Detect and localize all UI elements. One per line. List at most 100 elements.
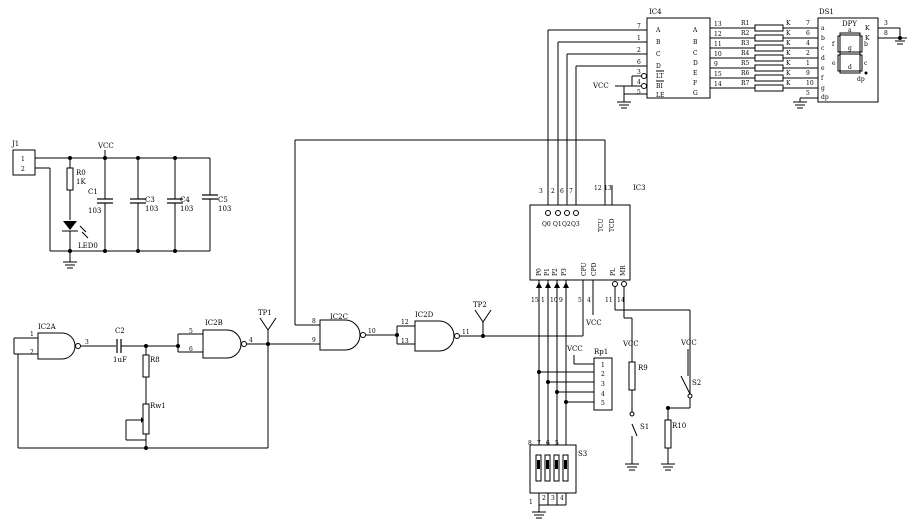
junction-dot	[537, 370, 541, 374]
ic2b-pin-6: 6	[189, 346, 193, 353]
ds1-label-d: d	[821, 55, 825, 62]
junction-dot	[68, 249, 72, 253]
ic2b-pin-5: 5	[189, 328, 193, 335]
ds1-pin-6: 6	[806, 30, 810, 37]
ic2d-pin-13: 13	[401, 338, 409, 345]
pin-arrow-icon	[545, 282, 551, 288]
ds1-pin-5: 5	[806, 90, 810, 97]
r6-k: K	[786, 70, 791, 77]
s3-pin-2: 2	[542, 495, 546, 502]
ic4-ref: IC4	[649, 8, 662, 16]
seg-d: d	[848, 64, 852, 71]
resistor-pack-rp1: Rp1 VCC 1 2 3 4 5	[537, 345, 613, 411]
r9-vcc-label: VCC	[622, 340, 639, 348]
ic3-label-q1: Q1	[553, 221, 562, 228]
capacitor-c3	[130, 158, 146, 251]
resistor-r1	[754, 24, 784, 32]
ic2c-ref: IC2C	[330, 313, 348, 321]
pin-arrow-icon	[554, 282, 560, 288]
ic4-pin-bubble	[641, 73, 647, 79]
r2-ref: R2	[741, 30, 750, 37]
ic3-label-tcu: TCU	[598, 218, 605, 232]
ic4-pin-7: 7	[637, 23, 641, 30]
ic2a-pin-3: 3	[85, 339, 89, 346]
s3-pin-6: 6	[546, 440, 550, 447]
ic3-pin-11: 11	[605, 297, 613, 304]
r8-ref: R8	[150, 356, 160, 364]
s3-pin-8: 8	[528, 440, 532, 447]
test-point-tp2	[474, 309, 492, 323]
switch-s1-blade	[631, 423, 638, 437]
reset-circuit: VCC R9 S1	[615, 309, 690, 471]
ic4-pin-13: 13	[714, 21, 722, 28]
resistor-r2	[754, 34, 784, 42]
counter-ic3: IC3 3 2 6 7 12 13 Q0 Q1 Q2 Q3 TCU TCD P0…	[529, 30, 646, 445]
ic3-pin-5: 5	[578, 297, 582, 304]
ds1-pin-4: 4	[806, 40, 810, 47]
switch-contact	[629, 411, 635, 417]
ic3-pin-6: 6	[560, 188, 564, 195]
ic3-pin-12: 12	[594, 185, 602, 192]
ic2a-ref: IC2A	[38, 323, 57, 331]
capacitor-c5	[202, 158, 218, 251]
r1-ref: R1	[741, 20, 749, 27]
junction-dot	[555, 390, 559, 394]
ic3-label-q2: Q2	[562, 221, 571, 228]
rp1-body	[593, 357, 613, 411]
r7-ref: R7	[741, 80, 750, 87]
ic3-body	[529, 204, 631, 281]
c1-value: 103	[88, 207, 101, 215]
ic2d-output-bubble	[454, 333, 460, 339]
c3-ref: C3	[145, 196, 155, 204]
capacitor-c4	[167, 158, 183, 251]
ds1-pin-2: 2	[806, 50, 810, 57]
r5-ref: R5	[741, 60, 750, 67]
seg-e: e	[832, 60, 836, 67]
segment-resistors: R1 R2 R3 R4 R5 R6 R7 K K K K K K K	[710, 20, 818, 92]
ic4-pin-6: 6	[637, 59, 641, 66]
ic3-label-cpu: CPU	[581, 262, 588, 276]
ic2d-ref: IC2D	[415, 311, 434, 319]
oscillator-section: IC2A 1 2 3 C2 1uF R8 Rw1	[13, 309, 320, 450]
ic2a-output-bubble	[75, 343, 81, 349]
ds1-label-c: c	[821, 45, 825, 52]
ic4-pin-4: 4	[637, 79, 641, 86]
ic4-pin-12: 12	[714, 31, 722, 38]
ic2a-pin-2: 2	[30, 349, 34, 356]
seg-a: a	[848, 27, 852, 34]
r9-ref: R9	[638, 364, 648, 372]
ic3-label-p3: P3	[561, 268, 568, 276]
connector-j1	[12, 149, 36, 176]
ic3-pin-10: 10	[550, 297, 558, 304]
ic4-label-a: A	[655, 27, 661, 34]
ic4-pin-15: 15	[714, 71, 722, 78]
ic3-pin-2: 2	[551, 188, 555, 195]
s3-pin-4: 4	[560, 495, 564, 502]
r2-k: K	[786, 30, 791, 37]
seg-dp: dp	[857, 76, 865, 83]
j1-pin-1: 1	[21, 156, 25, 163]
c1-ref: C1	[88, 188, 98, 196]
nand-gate-ic2c	[319, 319, 361, 351]
r3-ref: R3	[741, 40, 750, 47]
decoder-ic4: IC4 7 1 2 6 3 4 5 A B C D LT BI LE VCC A…	[548, 8, 722, 109]
ds1-label-e: e	[821, 65, 825, 72]
c4-ref: C4	[180, 196, 190, 204]
ic4-out-g: G	[693, 90, 698, 97]
ic4-pin-11: 11	[714, 41, 722, 48]
nand-gate-ic2d	[414, 320, 455, 352]
led-light-arrow	[79, 225, 87, 233]
ds1-label-g: g	[821, 85, 825, 92]
tp2-ref: TP2	[473, 301, 487, 309]
ic3-label-q3: Q3	[571, 221, 580, 228]
seg-b: b	[864, 41, 868, 48]
nand-gate-ic2b	[202, 329, 242, 359]
junction-dot	[144, 446, 148, 450]
resistor-r3	[754, 44, 784, 52]
r1-k: K	[786, 20, 791, 27]
capacitor-c1	[97, 158, 113, 251]
junction-dot	[546, 380, 550, 384]
r0-value: 1K	[76, 178, 86, 186]
dip-knob	[564, 460, 567, 469]
ds1-pin-8: 8	[884, 30, 888, 37]
